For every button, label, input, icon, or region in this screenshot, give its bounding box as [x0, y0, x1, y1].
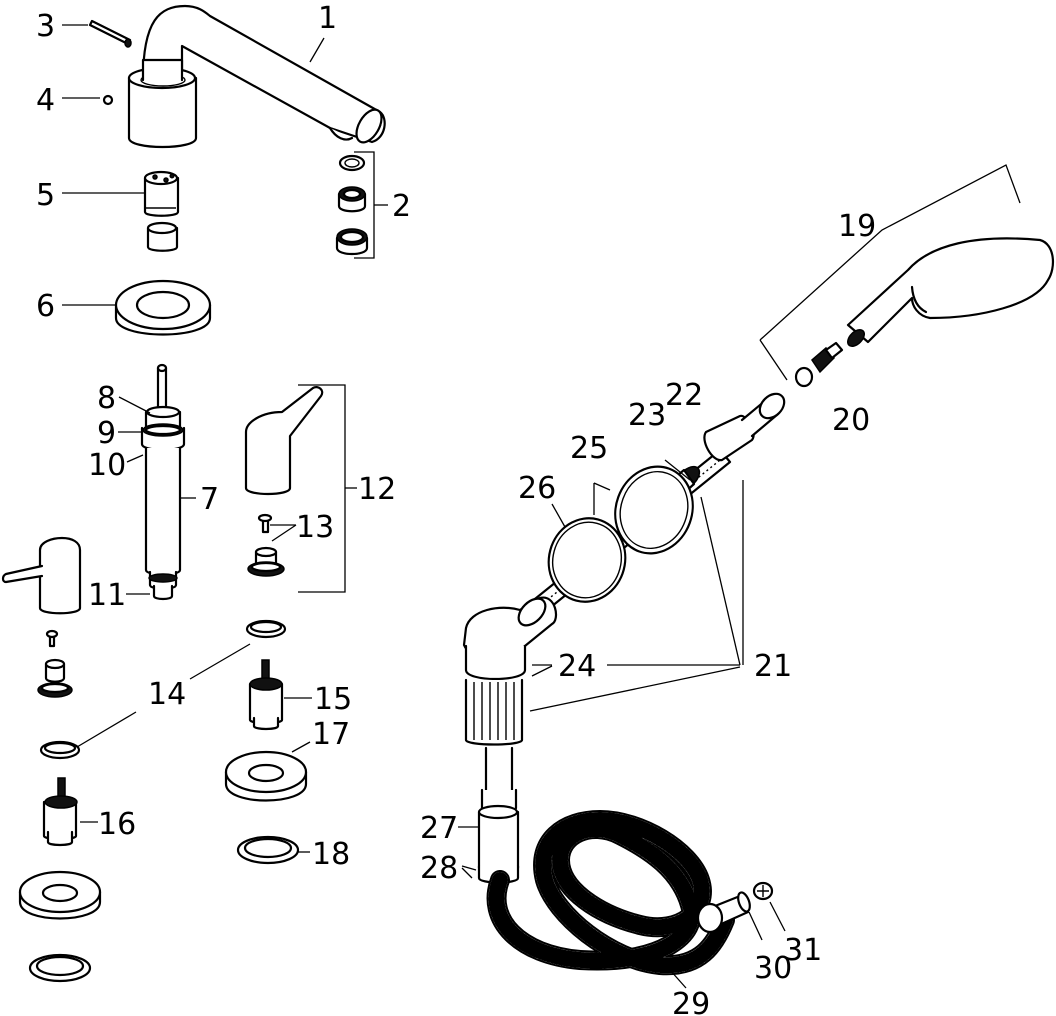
- label-23: 23: [628, 398, 666, 433]
- part-24-holder-seals-leader: [531, 664, 553, 677]
- label-13: 13: [296, 510, 334, 545]
- part-17-escutcheon-plate[interactable]: [224, 750, 308, 802]
- label-1: 1: [318, 1, 337, 36]
- label-21: 21: [754, 649, 792, 684]
- label-24: 24: [558, 649, 596, 684]
- label-2: 2: [392, 189, 411, 224]
- part-31-filter[interactable]: [752, 881, 786, 932]
- part-7-cartridge[interactable]: [140, 363, 186, 601]
- part-1-spout[interactable]: [127, 4, 387, 149]
- label-7: 7: [200, 482, 219, 517]
- part-19-hand-shower[interactable]: [759, 164, 1055, 381]
- part-29-pull-out-hose[interactable]: [486, 810, 735, 989]
- part-25-ring[interactable]: [593, 456, 705, 565]
- label-18: 18: [312, 837, 350, 872]
- part-21-holder-set[interactable]: [462, 389, 789, 746]
- label-19: 19: [838, 209, 876, 244]
- label-30: 30: [754, 951, 792, 986]
- left-handle[interactable]: [1, 536, 82, 698]
- part-14-trim-rings[interactable]: [39, 619, 287, 760]
- part-26-o-ring[interactable]: [539, 503, 634, 610]
- leader-lines: [62, 24, 478, 853]
- label-25: 25: [570, 431, 608, 466]
- label-11: 11: [88, 578, 126, 613]
- label-20: 20: [832, 403, 870, 438]
- label-8: 8: [97, 381, 116, 416]
- label-9: 9: [97, 416, 116, 451]
- part-2-aerator-set[interactable]: [335, 151, 375, 259]
- part-13-screw-adapter[interactable]: [247, 513, 285, 577]
- part-6-escutcheon[interactable]: [114, 279, 212, 336]
- label-22: 22: [665, 378, 703, 413]
- label-29: 29: [672, 987, 710, 1016]
- part-30-hose-connector[interactable]: [696, 891, 763, 941]
- part-5-spout-connector[interactable]: [143, 170, 180, 252]
- label-6: 6: [36, 289, 55, 324]
- part-3-pin[interactable]: [88, 19, 132, 48]
- label-15: 15: [314, 682, 352, 717]
- left-gasket[interactable]: [28, 953, 92, 983]
- part-15-valve-cartridge[interactable]: [248, 659, 284, 731]
- part-18-gasket[interactable]: [236, 835, 300, 865]
- label-12: 12: [358, 472, 396, 507]
- label-31: 31: [784, 933, 822, 968]
- label-28: 28: [420, 851, 458, 886]
- part-4-set-screw[interactable]: [102, 94, 114, 106]
- label-16: 16: [98, 807, 136, 842]
- left-escutcheon-plate[interactable]: [18, 870, 102, 920]
- label-3: 3: [36, 9, 55, 44]
- label-27: 27: [420, 811, 458, 846]
- part-27-hose-weight[interactable]: [477, 746, 520, 876]
- part-20-restrictor-washer[interactable]: [794, 341, 844, 388]
- label-4: 4: [36, 83, 55, 118]
- label-17: 17: [312, 717, 350, 752]
- label-5: 5: [36, 178, 55, 213]
- callout-labels: 1 2 3 4 5 6 7 8 9 10 11 12 13 14 15 16 1…: [36, 1, 876, 1016]
- part-16-valve-cartridge[interactable]: [42, 777, 78, 847]
- label-14: 14: [148, 677, 186, 712]
- label-26: 26: [518, 471, 556, 506]
- label-10: 10: [88, 448, 126, 483]
